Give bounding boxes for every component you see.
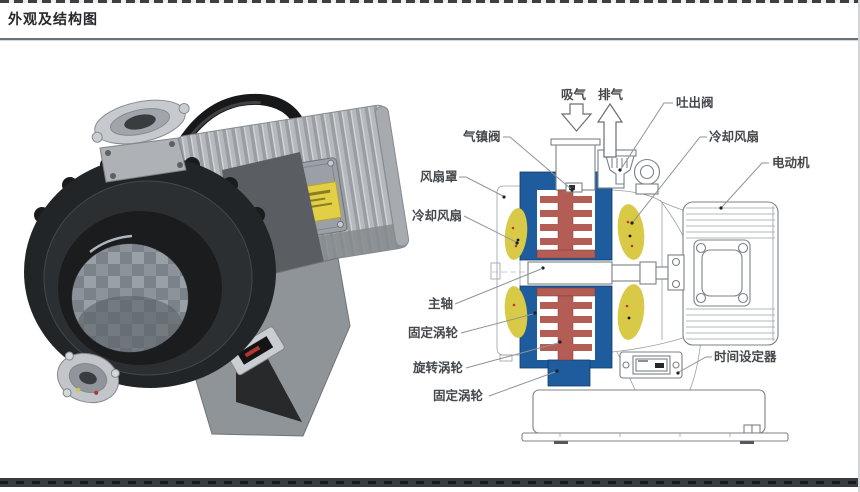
label-exhaust: 排气 — [598, 87, 624, 102]
base-drawing — [521, 389, 789, 444]
label-fixed-scroll-lower: 固定涡轮 — [433, 388, 484, 403]
top-dashed-border — [0, 0, 858, 3]
exhaust-arrow-icon — [596, 102, 624, 158]
gas-ballast-valve-drawing — [565, 182, 583, 193]
intake-arrow-icon — [560, 103, 593, 132]
label-intake: 吸气 — [561, 87, 587, 102]
intake-port-drawing — [550, 138, 601, 191]
label-orbiting-scroll: 旋转涡轮 — [412, 360, 464, 375]
structure-diagram: 吸气 排气 吐出阀 冷却风扇 电动机 气镇阀 风扇罩 冷却风扇 主轴 固定涡轮 … — [408, 87, 810, 444]
lifting-eye-drawing — [633, 158, 661, 195]
shaft-drawing — [527, 254, 685, 291]
cooling-fans-drawing — [504, 204, 645, 340]
photo-inlet-flange — [91, 99, 190, 183]
label-discharge-valve: 吐出阀 — [676, 95, 714, 110]
label-main-shaft: 主轴 — [428, 296, 453, 311]
page-title: 外观及结构图 — [8, 12, 98, 28]
label-fan-cover: 风扇罩 — [420, 169, 458, 184]
leader-lines — [454, 102, 769, 397]
photo-timer-display — [226, 326, 285, 376]
label-timer: 时间设定器 — [714, 349, 777, 364]
label-motor: 电动机 — [772, 155, 810, 170]
photo-sight-glass — [72, 244, 188, 352]
label-cooling-fan-right: 冷却风扇 — [709, 129, 759, 144]
photo-exhaust-clamp — [56, 351, 120, 404]
label-cooling-fan-left: 冷却风扇 — [412, 208, 462, 223]
motor-drawing — [682, 201, 779, 346]
orbiting-scroll-upper-drawing — [536, 189, 596, 259]
pump-photo — [24, 93, 410, 437]
photo-scroll-housing — [24, 150, 276, 388]
bottom-dashed-border — [0, 478, 858, 487]
label-fixed-scroll-upper: 固定涡轮 — [408, 325, 459, 340]
orbiting-scroll-lower-drawing — [536, 287, 596, 361]
title-divider — [0, 38, 858, 41]
timer-box-drawing — [619, 351, 683, 379]
label-gas-ballast-valve: 气镇阀 — [462, 129, 501, 144]
